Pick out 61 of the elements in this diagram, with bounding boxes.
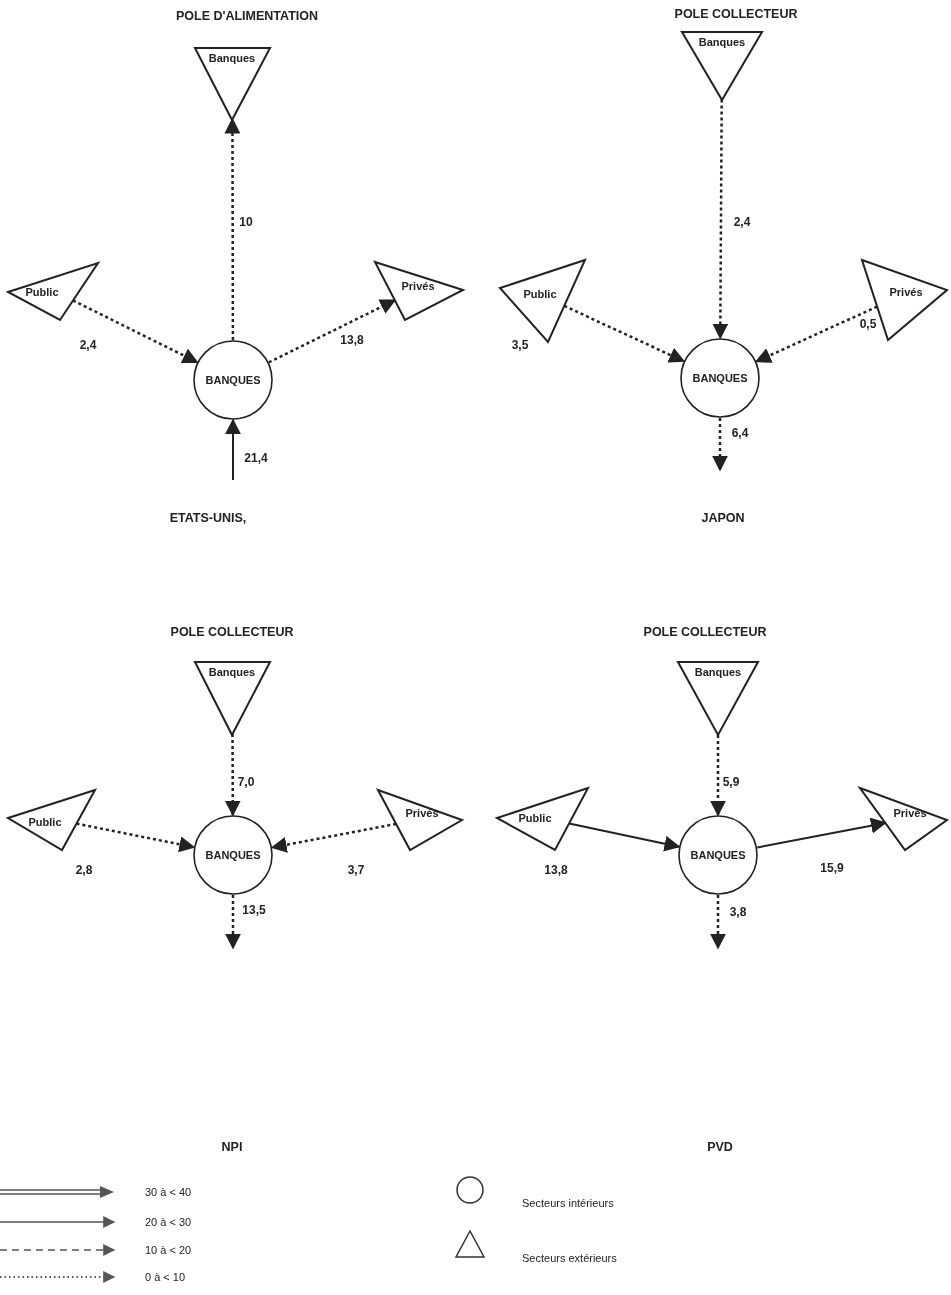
arrow <box>710 895 726 950</box>
arrow <box>712 418 728 472</box>
arrow <box>710 735 726 817</box>
panel-title: POLE D'ALIMENTATION <box>175 9 319 23</box>
arrow <box>224 734 241 817</box>
arrow <box>756 817 887 849</box>
arrow <box>563 304 686 363</box>
edge-label: 2,4 <box>732 215 752 229</box>
arrow <box>76 822 196 853</box>
legend-label: 10 à < 20 <box>145 1244 192 1256</box>
edge-label: 7,0 <box>236 775 256 789</box>
edge-label: 13,8 <box>543 863 569 877</box>
country-label: PVD <box>707 1140 733 1154</box>
edge-label: 13,5 <box>241 903 267 917</box>
arrow <box>224 117 241 340</box>
edge-label: 3,8 <box>728 905 748 919</box>
edge-label: 2,4 <box>78 338 98 352</box>
panel-title: POLE COLLECTEUR <box>643 625 767 639</box>
node-label: Public <box>523 288 557 300</box>
arrow <box>568 822 681 852</box>
edge-label: 15,9 <box>819 861 845 875</box>
arrow <box>225 895 241 950</box>
node-label: BANQUES <box>692 372 748 384</box>
edge-label: 0,5 <box>858 317 878 331</box>
arrow <box>72 299 199 364</box>
node-label: Public <box>28 816 62 828</box>
edge-label: 10 <box>238 215 254 229</box>
edge-label: 3,5 <box>510 338 530 352</box>
node-label: Public <box>518 812 552 824</box>
node-label: Banques <box>698 36 746 48</box>
node-label: Privés <box>889 286 923 298</box>
country-label: ETATS-UNIS, <box>169 511 247 525</box>
arrow <box>270 822 397 853</box>
node-label: BANQUES <box>690 849 746 861</box>
country-label: JAPON <box>701 511 745 525</box>
legend-label: Secteurs extérieurs <box>522 1252 617 1264</box>
node-label: BANQUES <box>205 374 261 386</box>
node-label: Banques <box>208 666 256 678</box>
panel-title: POLE COLLECTEUR <box>674 7 798 21</box>
legend-label: 20 à < 30 <box>145 1216 192 1228</box>
arrow <box>754 305 878 363</box>
node-label: BANQUES <box>205 849 261 861</box>
node-label: Public <box>25 286 59 298</box>
legend-label: 30 à < 40 <box>145 1186 192 1198</box>
edge-label: 6,4 <box>730 426 750 440</box>
arrow <box>268 299 397 364</box>
edge-label: 2,8 <box>74 863 94 877</box>
panel-title: POLE COLLECTEUR <box>170 625 294 639</box>
country-label: NPI <box>221 1140 243 1154</box>
legend-label: Secteurs intérieurs <box>522 1197 614 1209</box>
node-label: Privés <box>405 807 439 819</box>
edge-label: 21,4 <box>243 451 269 465</box>
node-label: Banques <box>208 52 256 64</box>
node-label: Banques <box>694 666 742 678</box>
edge-label: 13,8 <box>339 333 365 347</box>
edge-label: 3,7 <box>346 863 366 877</box>
arrow <box>225 418 241 481</box>
node-label: Privés <box>401 280 435 292</box>
arrow <box>712 99 729 340</box>
legend-label: 0 à < 10 <box>145 1271 186 1283</box>
edge-label: 5,9 <box>721 775 741 789</box>
